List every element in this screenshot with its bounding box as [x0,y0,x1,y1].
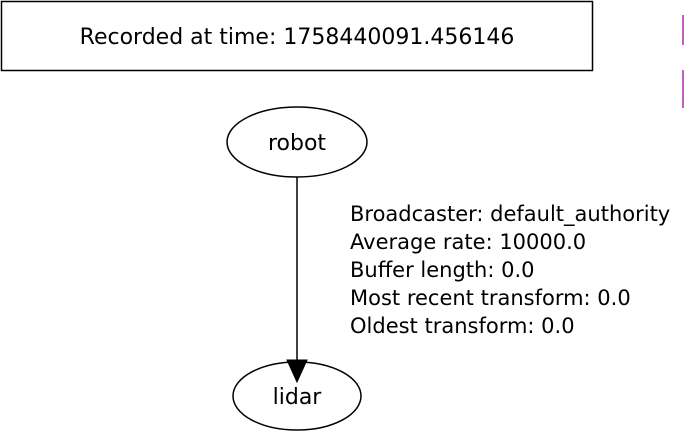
edge-info: Broadcaster: default_authority Average r… [350,202,670,338]
node-lidar-label: lidar [273,385,323,410]
recorded-time-text: Recorded at time: 1758440091.456146 [80,25,515,50]
edge-info-oldest-transform: Oldest transform: 0.0 [350,314,575,338]
edge-info-average-rate: Average rate: 10000.0 [350,230,586,254]
node-robot-label: robot [268,131,326,156]
node-robot[interactable]: robot [226,106,368,178]
edge-robot-lidar-arrowhead [286,359,308,384]
recorded-time-box [0,0,594,72]
node-lidar[interactable]: lidar [232,361,362,431]
node-lidar-shape [232,361,362,431]
edge-info-broadcaster: Broadcaster: default_authority [350,202,670,227]
edge-info-most-recent-transform: Most recent transform: 0.0 [350,286,631,310]
edge-info-buffer-length: Buffer length: 0.0 [350,258,535,282]
